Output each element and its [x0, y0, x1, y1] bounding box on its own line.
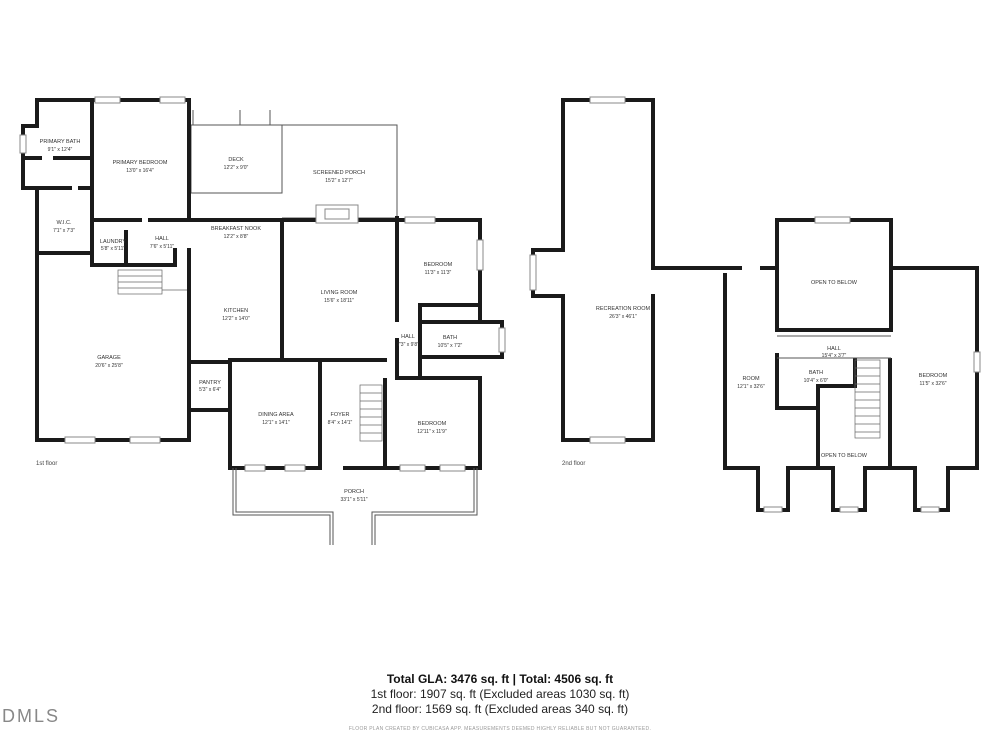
room-dimensions: 12'11" x 11'9": [417, 429, 447, 435]
window: [64, 436, 96, 444]
room-label: BEDROOM: [919, 373, 948, 379]
window: [814, 216, 851, 224]
room-label: HALL: [827, 346, 841, 352]
room-label: PORCH: [344, 489, 364, 495]
wall: [531, 98, 655, 442]
garage-steps: [117, 269, 187, 295]
wall: [173, 248, 191, 442]
upper-stairs: [854, 359, 881, 439]
room-label: LIVING ROOM: [321, 290, 358, 296]
foyer-stairs: [359, 384, 383, 442]
room-label: W.I.C.: [57, 220, 72, 226]
room-dimensions: 5'3" x 6'4": [199, 387, 221, 393]
window: [529, 254, 537, 291]
room-dimensions: 7'6" x 5'11": [150, 244, 174, 250]
wall: [775, 266, 893, 332]
room-label: FOYER: [331, 412, 350, 418]
room-label: SCREENED PORCH: [313, 170, 365, 176]
room-dimensions: 11'5" x 32'6": [919, 381, 946, 387]
room-dimensions: 12'2" x 8'8": [224, 234, 249, 240]
window: [159, 96, 186, 104]
window: [284, 464, 306, 472]
window: [973, 351, 981, 373]
porch-outline-inner: [235, 468, 475, 545]
mls-logo: DMLS: [2, 706, 61, 726]
room-label: ROOM: [742, 376, 760, 382]
room-dimensions: 8'4" x 14'1": [328, 420, 353, 426]
wall: [723, 273, 892, 512]
room-dimensions: 15'6" x 18'11": [324, 298, 354, 304]
window: [839, 506, 859, 513]
wall: [35, 98, 191, 222]
room-label: OPEN TO BELOW: [821, 453, 868, 459]
wall: [90, 230, 177, 267]
room-dimensions: 15'2" x 12'7": [325, 178, 353, 184]
window: [399, 464, 426, 472]
room-dimensions: 33'1" x 5'11": [340, 497, 367, 503]
room-dimensions: 12'1" x 14'1": [262, 420, 290, 426]
first-floor-plan: PRIMARY BATH 9'1" x 12'4" PRIMARY BEDROO…: [19, 96, 506, 545]
room-label: BATH: [809, 370, 823, 376]
room-dimensions: 10'4" x 6'0": [804, 378, 829, 384]
room-dimensions: 26'3" x 46'1": [609, 314, 637, 320]
room-label: PANTRY: [199, 380, 221, 386]
wall: [187, 360, 232, 412]
room-label: RECREATION ROOM: [596, 306, 651, 312]
room-dimensions: 12'2" x 14'0": [222, 316, 250, 322]
room-dimensions: 11'3" x 11'3": [425, 270, 452, 276]
wall: [383, 376, 482, 470]
window: [498, 327, 506, 353]
window: [763, 506, 783, 513]
wall: [723, 338, 892, 470]
window: [404, 216, 436, 224]
room-dimensions: 12'1" x 32'6": [737, 384, 765, 390]
second-floor-plan: RECREATION ROOM 26'3" x 46'1" OPEN TO BE…: [529, 96, 981, 513]
disclaimer-footer: FLOOR PLAN CREATED BY CUBICASA APP. MEAS…: [348, 726, 652, 732]
room-label: BATH: [443, 335, 457, 341]
room-label: DINING AREA: [258, 412, 294, 418]
room-dimensions: 10'5" x 7'2": [438, 343, 463, 349]
room-label: BEDROOM: [418, 421, 447, 427]
room-dimensions: 12'2" x 9'0": [224, 165, 249, 171]
wall: [187, 218, 482, 324]
window: [129, 436, 161, 444]
floor-name: 2nd floor: [562, 461, 585, 467]
second-floor-area: 2nd floor: 1569 sq. ft (Excluded areas 3…: [371, 702, 629, 716]
wall: [418, 303, 504, 380]
room-dimensions: 15'4" x 3'7": [822, 353, 847, 359]
room-label: LAUNDRY: [100, 239, 127, 245]
room-label: DECK: [228, 157, 244, 163]
window: [920, 506, 940, 513]
room-label: HALL: [401, 334, 415, 340]
fireplace-firebox: [324, 208, 350, 220]
room-label: KITCHEN: [224, 308, 248, 314]
window: [94, 96, 121, 104]
wall: [21, 98, 39, 190]
room-label: BEDROOM: [424, 262, 453, 268]
room-label: PRIMARY BATH: [40, 139, 81, 145]
window: [589, 436, 626, 444]
window: [589, 96, 626, 104]
total-gla: Total GLA: 3476 sq. ft | Total: 4506 sq.…: [386, 672, 614, 686]
room-dimensions: 20'6" x 25'8": [95, 363, 123, 369]
room-label: OPEN TO BELOW: [811, 280, 858, 286]
room-dimensions: 9'1" x 12'4": [48, 147, 73, 153]
room-label: GARAGE: [97, 355, 121, 361]
window: [244, 464, 266, 472]
porch-outline: [232, 468, 478, 545]
floor-name: 1st floor: [36, 461, 57, 467]
room-label: BREAKFAST NOOK: [211, 226, 261, 232]
window: [19, 134, 27, 154]
room-dimensions: 13'0" x 16'4": [126, 168, 154, 174]
room-dimensions: 7'3" x 9'8": [397, 342, 419, 348]
room-label: HALL: [155, 236, 169, 242]
room-label: PRIMARY BEDROOM: [113, 160, 168, 166]
room-dimensions: 7'1" x 7'3": [53, 228, 75, 234]
window: [476, 239, 484, 271]
window: [439, 464, 466, 472]
room-dimensions: 5'8" x 5'11": [101, 246, 125, 252]
first-floor-area: 1st floor: 1907 sq. ft (Excluded areas 1…: [370, 687, 630, 701]
area-totals: Total GLA: 3476 sq. ft | Total: 4506 sq.…: [300, 672, 700, 717]
